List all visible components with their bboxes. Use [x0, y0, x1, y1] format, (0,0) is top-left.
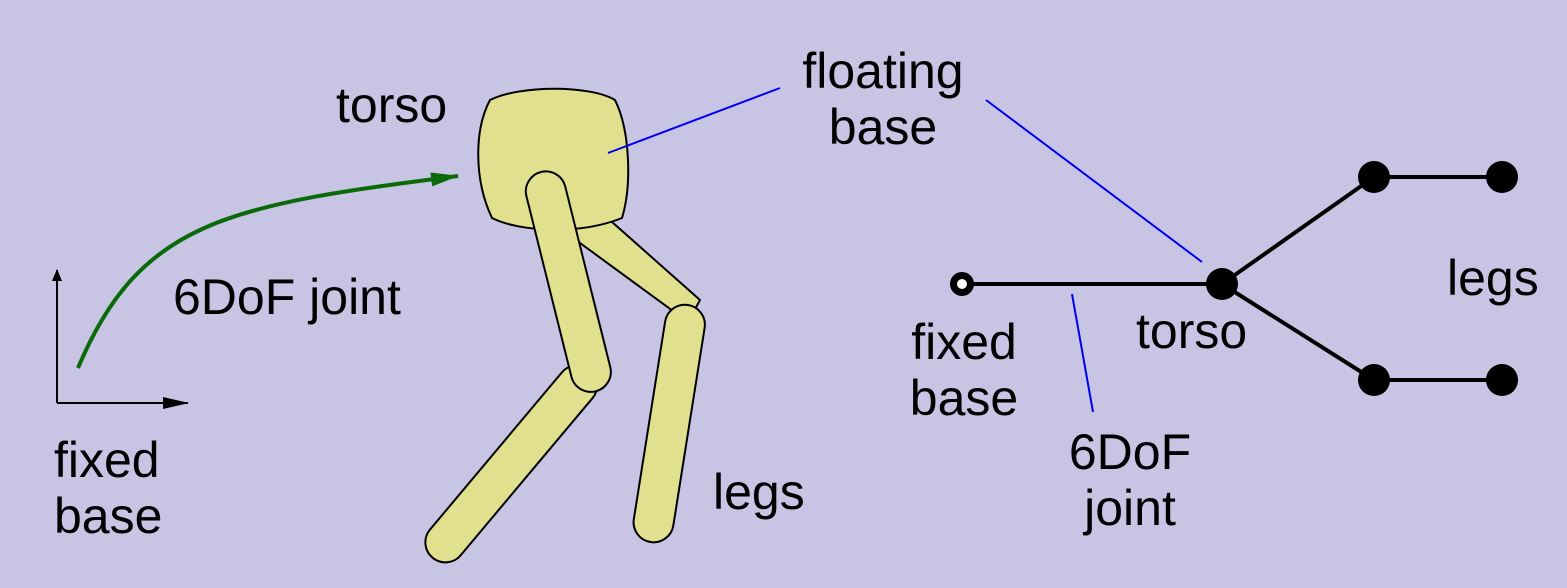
fixed-base-right-line2: base: [909, 370, 1019, 426]
tree-edge-torso-upper: [1220, 175, 1376, 286]
front-shin: [424, 364, 599, 564]
floating-base-pointer-left: [607, 87, 781, 154]
upper-hip-node: [1358, 161, 1390, 193]
fixed-base-right-line1: fixed: [911, 314, 1017, 370]
tree-edge-torso-lower: [1220, 282, 1376, 382]
six-dof-right-line1: 6DoF: [1068, 424, 1192, 480]
torso-shape: [477, 87, 630, 231]
floating-base-line1: floating: [802, 43, 964, 99]
fixed-base-label-right: fixed base: [884, 314, 1044, 426]
torso-label-left: torso: [336, 77, 448, 133]
fixed-base-label-left: fixed base: [54, 432, 162, 544]
fixed-base-node-hole: [957, 279, 967, 289]
torso-node: [1206, 268, 1238, 300]
back-shin: [632, 303, 706, 544]
torso-label-right: torso: [1136, 303, 1248, 359]
six-dof-label-right: 6DoF joint: [1050, 424, 1210, 536]
upper-foot-node: [1486, 161, 1518, 193]
six-dof-label-left: 6DoF joint: [173, 269, 401, 325]
six-dof-arrow: [76, 172, 459, 369]
six-dof-right-line2: joint: [1084, 480, 1176, 536]
front-thigh: [524, 170, 612, 393]
fixed-base-left-line1: fixed: [54, 432, 160, 488]
lower-foot-node: [1486, 364, 1518, 396]
floating-base-line2: base: [828, 99, 938, 155]
fixed-base-left-line2: base: [54, 488, 163, 544]
floating-base-label: floating base: [788, 43, 978, 155]
lower-hip-node: [1358, 364, 1390, 396]
six-dof-pointer: [1071, 293, 1094, 413]
legs-label-right: legs: [1447, 250, 1539, 306]
floating-base-pointer-right: [985, 99, 1203, 263]
legs-label-left: legs: [713, 464, 805, 520]
